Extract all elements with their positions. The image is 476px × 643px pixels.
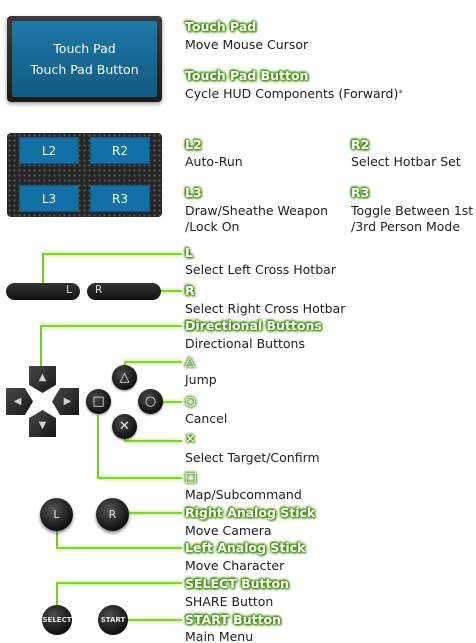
- square-connector-vertical: [97, 415, 99, 478]
- arrow-left-icon: ◀: [13, 396, 22, 407]
- r-shoulder-label: R: [95, 284, 103, 296]
- triangle-button: △: [112, 365, 137, 390]
- r-connector: [158, 290, 182, 292]
- right-stick-header: Right Analog Stick: [185, 505, 316, 520]
- triangle-desc: Jump: [185, 372, 217, 387]
- start-button: START: [98, 605, 128, 635]
- dpad-left: ◀: [6, 388, 33, 415]
- cross-header: ✕: [185, 431, 196, 446]
- circle-connector: [162, 401, 182, 403]
- r-shoulder-button: R: [87, 283, 161, 300]
- select-connector-vertical: [56, 583, 58, 606]
- square-button: □: [86, 389, 111, 414]
- cross-button: ✕: [112, 414, 137, 439]
- touch-pad-button-header: Touch Pad Button: [185, 68, 309, 83]
- circle-header: ○: [185, 393, 196, 408]
- r3-desc-line2: /3rd Person Mode: [351, 219, 461, 234]
- r3-header: R3: [351, 185, 370, 200]
- arrow-right-icon: ▶: [63, 396, 72, 407]
- dpad-right: ▶: [52, 388, 79, 415]
- touch-pad-button-label: Touch Pad Button: [30, 62, 139, 77]
- start-connector: [126, 619, 182, 621]
- right-stick-desc: Move Camera: [185, 523, 272, 538]
- r-desc: Select Right Cross Hotbar: [185, 301, 346, 316]
- l-connector-vertical: [42, 254, 44, 284]
- start-header: START Button: [185, 612, 282, 627]
- cross-desc: Select Target/Confirm: [185, 450, 320, 465]
- left-stick-connector-vertical: [56, 531, 58, 548]
- cross-connector-horizontal: [124, 440, 182, 442]
- r-header: R: [185, 283, 195, 298]
- square-icon: □: [92, 394, 105, 409]
- dpad-connector-horizontal: [40, 325, 182, 327]
- dpad-header: Directional Buttons: [185, 318, 322, 333]
- square-connector-horizontal: [97, 477, 182, 479]
- l-shoulder-button: L: [6, 283, 80, 300]
- arrow-down-icon: ▼: [38, 420, 47, 431]
- l3-desc-line1: Draw/Sheathe Weapon: [185, 203, 329, 218]
- dpad-up: ▲: [29, 366, 56, 393]
- cross-icon: ✕: [119, 419, 130, 434]
- l-shoulder-label: L: [66, 284, 72, 296]
- dpad-desc: Directional Buttons: [185, 336, 305, 351]
- l-header: L: [185, 245, 193, 260]
- left-analog-stick: L: [40, 498, 73, 531]
- dpad-connector-vertical: [40, 326, 42, 368]
- touch-pad-graphic: Touch Pad Touch Pad Button: [7, 16, 162, 102]
- l3-header: L3: [185, 185, 202, 200]
- circle-desc: Cancel: [185, 411, 228, 426]
- right-stick-connector: [126, 512, 182, 514]
- right-analog-stick: R: [96, 498, 129, 531]
- arrow-up-icon: ▲: [38, 372, 47, 383]
- zone-r2: R2: [90, 137, 150, 164]
- zone-r3: R3: [90, 185, 150, 212]
- touch-pad-desc: Move Mouse Cursor: [185, 37, 309, 52]
- select-connector-horizontal: [56, 582, 182, 584]
- l-connector-horizontal: [42, 253, 182, 255]
- zone-l3: L3: [19, 185, 79, 212]
- select-button: SELECT: [42, 605, 72, 635]
- touch-pad-zones-graphic: L2 R2 L3 R3: [7, 133, 162, 217]
- square-desc: Map/Subcommand: [185, 487, 302, 502]
- r2-header: R2: [351, 137, 370, 152]
- triangle-connector-horizontal: [124, 361, 182, 363]
- triangle-icon: △: [119, 370, 130, 385]
- left-stick-header: Left Analog Stick: [185, 540, 306, 555]
- r2-desc: Select Hotbar Set: [351, 154, 461, 169]
- triangle-header: △: [185, 353, 195, 368]
- l2-header: L2: [185, 137, 202, 152]
- touch-pad-label: Touch Pad: [53, 41, 116, 56]
- touch-pad-screen: Touch Pad Touch Pad Button: [12, 21, 157, 97]
- touch-pad-header: Touch Pad: [185, 19, 257, 34]
- select-header: SELECT Button: [185, 576, 289, 591]
- circle-icon: ○: [144, 394, 157, 409]
- start-desc: Main Menu: [185, 629, 254, 643]
- select-desc: SHARE Button: [185, 594, 274, 609]
- touch-pad-button-desc: Cycle HUD Components (Forward)*: [185, 86, 403, 101]
- left-stick-desc: Move Character: [185, 558, 285, 573]
- r3-desc-line1: Toggle Between 1st: [351, 203, 474, 218]
- l2-desc: Auto-Run: [185, 154, 243, 169]
- circle-button: ○: [138, 389, 163, 414]
- zone-l2: L2: [19, 137, 79, 164]
- square-header: □: [185, 469, 197, 484]
- dpad-down: ▼: [29, 410, 56, 437]
- l-desc: Select Left Cross Hotbar: [185, 262, 336, 277]
- left-stick-connector-horizontal: [56, 547, 182, 549]
- l3-desc-line2: /Lock On: [185, 219, 240, 234]
